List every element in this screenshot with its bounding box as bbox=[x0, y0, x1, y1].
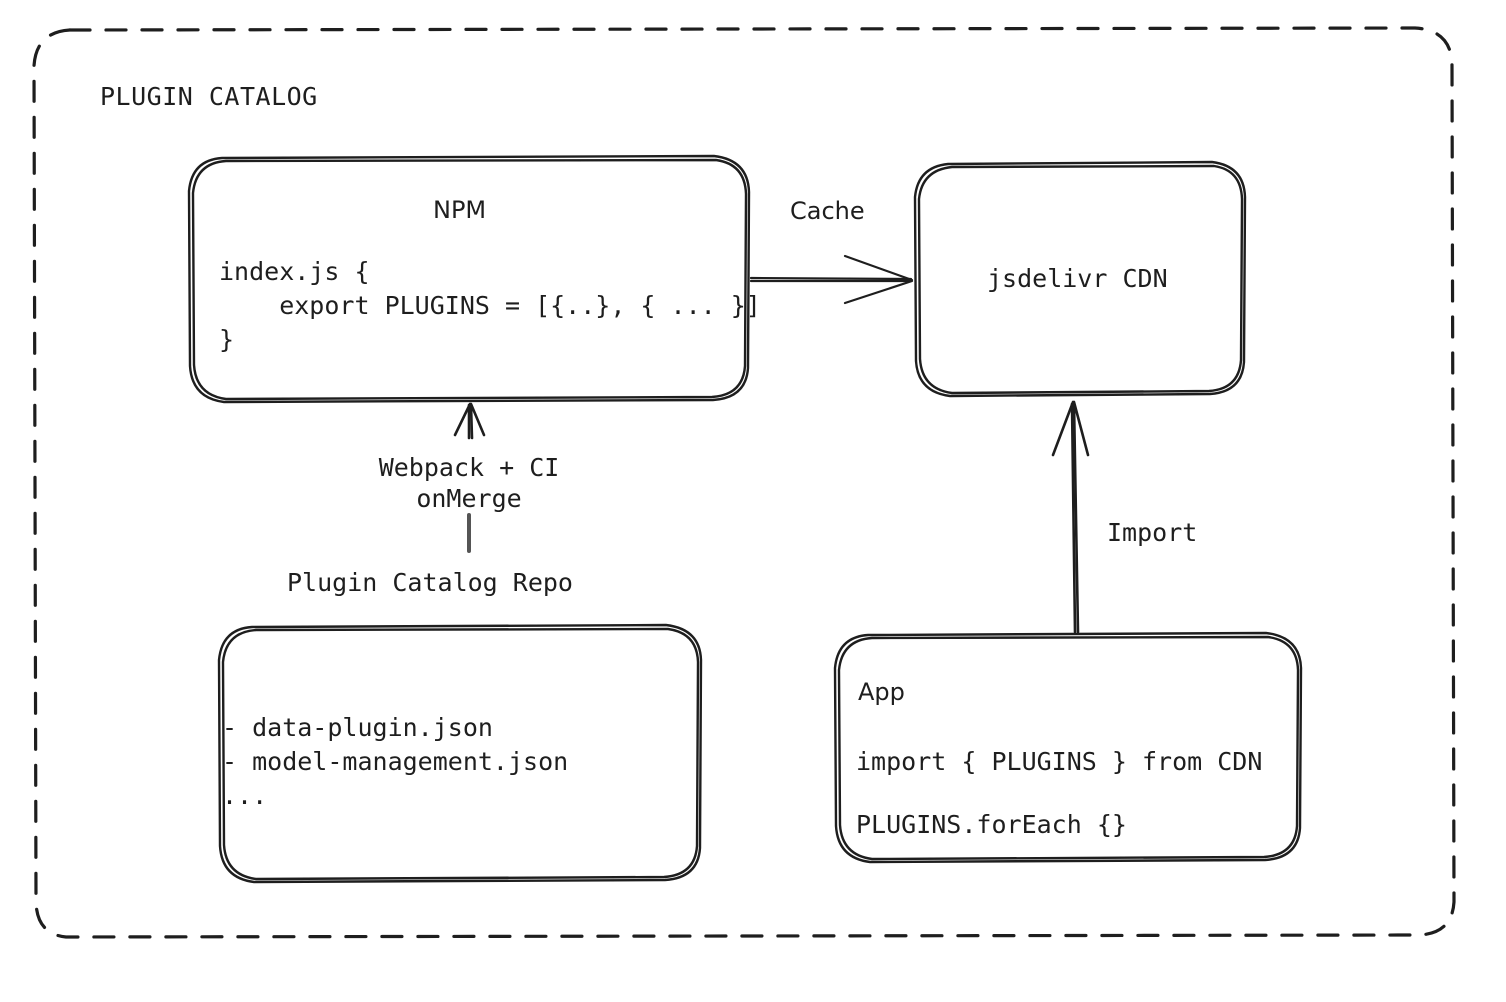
npm-box-title: NPM bbox=[433, 196, 487, 224]
webpack-arrow bbox=[453, 402, 486, 440]
app-code-line-1: import { PLUGINS } from CDN bbox=[856, 747, 1263, 776]
import-arrow bbox=[1051, 400, 1090, 634]
repo-file-line-2: - model-management.json bbox=[222, 747, 569, 776]
app-code-line-2: PLUGINS.forEach {} bbox=[856, 810, 1127, 839]
npm-code-line-2: export PLUGINS = [{..}, { ... }] bbox=[219, 291, 761, 320]
import-edge-label: Import bbox=[1107, 518, 1198, 547]
npm-code-line-3: } bbox=[219, 325, 235, 354]
cdn-box-title: jsdelivr CDN bbox=[987, 264, 1168, 293]
app-box-title: App bbox=[858, 678, 905, 706]
npm-code-line-1: index.js { bbox=[219, 257, 370, 286]
repo-file-line-3: ... bbox=[222, 781, 268, 810]
cache-edge-label: Cache bbox=[790, 197, 865, 225]
webpack-edge-label-line1: Webpack + CI bbox=[378, 453, 560, 482]
repo-file-line-1: - data-plugin.json bbox=[222, 713, 493, 742]
repo-caption: Plugin Catalog Repo bbox=[287, 568, 573, 597]
group-title: PLUGIN CATALOG bbox=[100, 82, 318, 111]
cache-arrow bbox=[749, 254, 914, 305]
webpack-edge-label-line2: onMerge bbox=[416, 484, 522, 513]
